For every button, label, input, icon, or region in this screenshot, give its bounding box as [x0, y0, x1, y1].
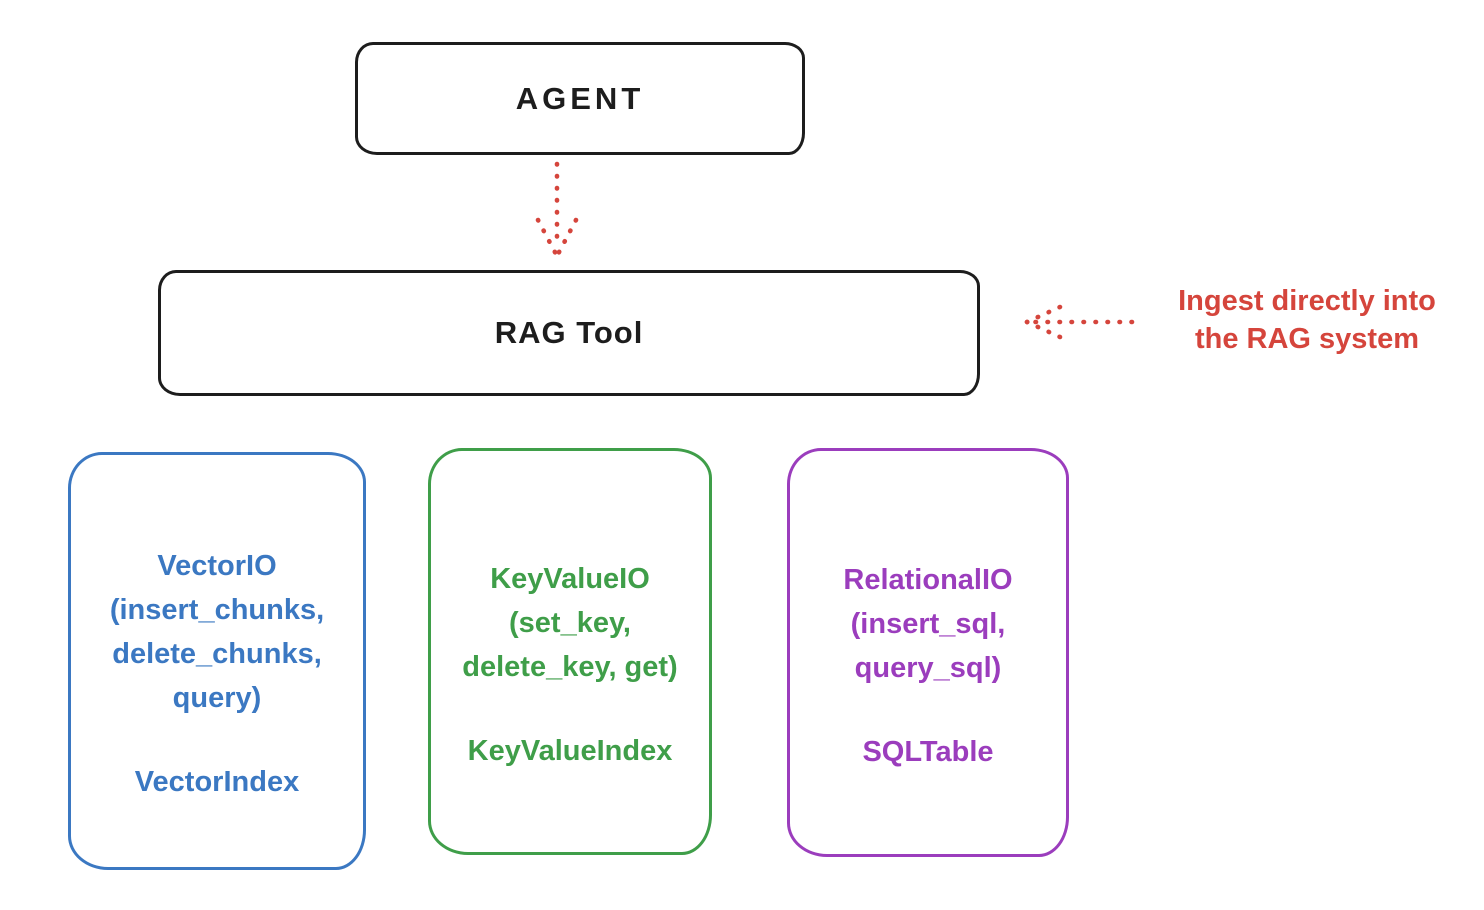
vector-io-signature-line: query): [172, 682, 262, 714]
ingest-annotation-line2: the RAG system: [1194, 323, 1419, 355]
agent-node: AGENT: [355, 42, 805, 155]
relational-io-signature-line: (insert_sql,: [850, 607, 1006, 640]
rag-tool-label: RAG Tool: [494, 315, 644, 350]
vector-io-signature-line: (insert_chunks,: [109, 594, 325, 626]
ingest-arrow: [1024, 304, 1135, 340]
relational-io-title: RelationalIO: [843, 563, 1013, 596]
key-value-io-signature-line: (set_key,: [509, 606, 631, 639]
vector-io-signature-line: delete_chunks,: [112, 638, 322, 670]
sql-table-label: SQLTable: [862, 735, 994, 768]
rag-tool-node: RAG Tool: [158, 270, 980, 396]
relational-io-signature-line: query_sql): [854, 651, 1002, 684]
ingest-annotation: Ingest directly into the RAG system: [1135, 282, 1479, 358]
key-value-io-signature-line: delete_key, get): [462, 650, 678, 683]
agent-label: AGENT: [515, 80, 645, 116]
ingest-annotation-line1: Ingest directly into: [1178, 285, 1436, 317]
key-value-io-title: KeyValueIO: [490, 562, 650, 595]
vector-io-title: VectorIO: [157, 550, 277, 582]
agent-to-rag-arrow: [535, 161, 579, 259]
vector-io-node: VectorIO (insert_chunks, delete_chunks, …: [68, 452, 366, 870]
relational-io-node: RelationalIO (insert_sql, query_sql) SQL…: [787, 448, 1069, 857]
key-value-index-label: KeyValueIndex: [467, 734, 673, 767]
key-value-io-node: KeyValueIO (set_key, delete_key, get) Ke…: [428, 448, 712, 855]
vector-index-label: VectorIndex: [134, 766, 300, 798]
